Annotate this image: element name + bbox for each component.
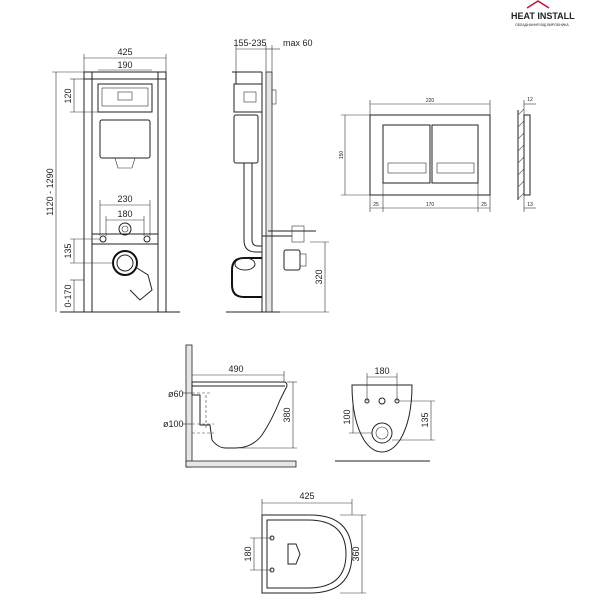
toilet-bowl-side [191, 381, 288, 449]
plate-width-label: 220 [426, 98, 435, 104]
inlet-pipe [118, 222, 132, 236]
toilet-length-label: 490 [228, 364, 243, 374]
mounting-hole-right [143, 235, 151, 243]
toilet-bowl-top [261, 514, 353, 594]
top-width-dimension-label: 425 [299, 491, 314, 501]
holes-outer-label: 230 [117, 194, 132, 204]
top-width-label: 190 [117, 60, 132, 70]
top-depth-label: 360 [351, 546, 361, 561]
back-inlet-height-label: 100 [342, 409, 352, 424]
plate-margin-right-label: 25 [481, 202, 487, 208]
frame-height-label: 1120 - 1290 [45, 168, 55, 215]
toilet-bowl-back [351, 384, 413, 453]
flush-plate-side: 12 13 [517, 97, 536, 212]
plate-thickness-top-label: 12 [527, 97, 533, 103]
frame-side-view [226, 71, 316, 313]
toilet-back-view: 180 100 135 [335, 366, 435, 462]
mounting-hole-left [99, 235, 107, 243]
brand-tagline: ОБЛАДНАННЯ ВІД ВИРОБНИКА [515, 23, 569, 27]
back-outlet-height-label: 135 [420, 412, 430, 427]
plate-thickness-bottom-label: 13 [527, 202, 533, 208]
back-outlet [371, 422, 393, 444]
plate-inner-width-label: 170 [426, 202, 435, 208]
drain-connector [283, 249, 301, 271]
toilet-side-view: 490 ø60 ø100 380 [163, 344, 297, 468]
side-cistern [233, 114, 259, 164]
brand-name: HEAT INSTALL [511, 11, 575, 21]
side-drain-height-label: 320 [314, 269, 324, 284]
flush-button-left [382, 124, 431, 184]
holes-inner-label: 180 [117, 209, 132, 219]
flush-plate-front [369, 114, 491, 196]
back-holes-distance-label: 180 [374, 366, 389, 376]
side-view-dimensions: 155-235 max 60 320 [233, 38, 329, 313]
toilet-height-label: 380 [282, 407, 292, 422]
side-depth-label: 155-235 [233, 38, 266, 48]
front-view-dimensions: 425 190 120 1120 - 1290 230 180 135 0-17… [45, 47, 167, 312]
inlet-diameter-label: ø60 [168, 389, 184, 399]
toilet-top-view: 425 180 360 [243, 491, 366, 594]
wall-section [265, 71, 273, 313]
flush-plate-outline [369, 114, 491, 196]
wall-max-label: max 60 [283, 38, 313, 48]
side-flush-box [233, 83, 263, 113]
flush-opening [97, 83, 153, 113]
frame-width-label: 425 [117, 47, 132, 57]
flush-plate-dimensions: 220 150 25 170 25 [339, 98, 491, 212]
outlet-diameter-label: ø100 [163, 419, 184, 429]
flush-button-right [431, 124, 479, 184]
frame-front-view [60, 71, 180, 313]
floor-adjust-label: 0-170 [63, 284, 73, 307]
front-drain-height-label: 135 [63, 243, 73, 258]
house-roof-icon [526, 0, 550, 9]
plate-margin-left-label: 25 [373, 202, 379, 208]
cistern [99, 119, 151, 159]
top-height-label: 120 [63, 88, 73, 103]
top-holes-distance-label: 180 [243, 546, 253, 561]
brand-logo: HEAT INSTALL ОБЛАДНАННЯ ВІД ВИРОБНИКА [511, 0, 575, 27]
plate-height-label: 150 [339, 151, 345, 160]
